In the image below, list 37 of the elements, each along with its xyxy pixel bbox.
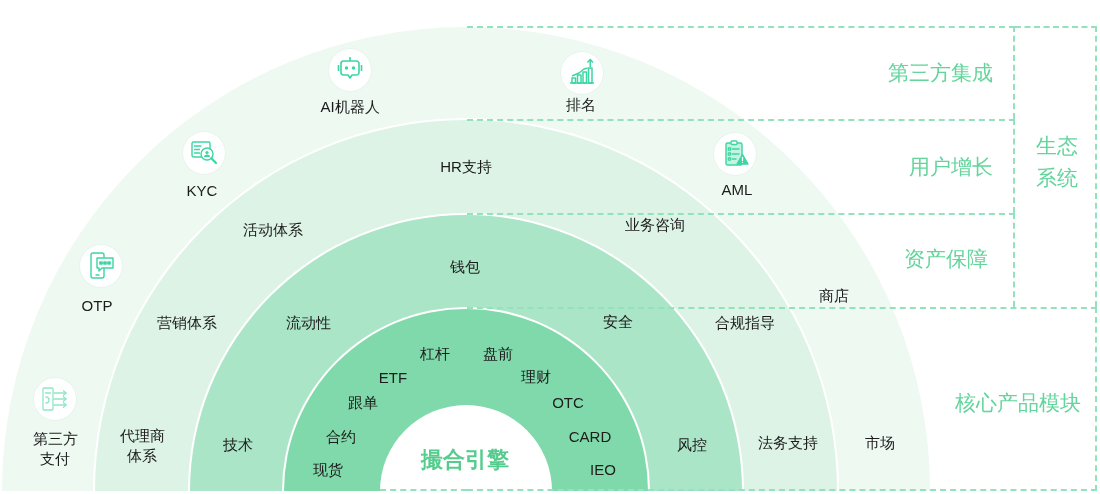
module-label: 合规指导 xyxy=(715,313,775,333)
module-label: KYC xyxy=(186,181,218,201)
module-label: 安全 xyxy=(603,312,633,332)
module-label: 商店 xyxy=(819,286,849,306)
module-label: 盘前 xyxy=(483,344,513,364)
module-label: AI机器人 xyxy=(320,97,380,117)
module-label: 钱包 xyxy=(450,257,480,277)
module-label: 杠杆 xyxy=(420,344,450,364)
layer-label: 用户增长 xyxy=(909,154,993,180)
module-label: CARD xyxy=(568,427,612,447)
module-label: 合约 xyxy=(326,427,356,447)
module-label: 跟单 xyxy=(348,393,378,413)
module-label: 现货 xyxy=(313,460,343,480)
module-label: AML xyxy=(721,180,753,200)
layer-label: 核心产品模块 xyxy=(955,390,1081,416)
layer-label: 资产保障 xyxy=(904,246,988,272)
module-label: 第三方支付 xyxy=(31,429,79,469)
module-label: 排名 xyxy=(566,95,596,115)
module-label: 技术 xyxy=(223,435,253,455)
module-label: OTP xyxy=(81,296,113,316)
module-label: 理财 xyxy=(521,367,551,387)
module-label: ETF xyxy=(378,368,408,388)
module-label: 流动性 xyxy=(285,313,331,333)
module-label: 风控 xyxy=(677,435,707,455)
dashed-band xyxy=(1015,26,1097,307)
layer-label: 第三方集成 xyxy=(887,60,993,86)
module-label: 代理商体系 xyxy=(118,426,166,466)
engine-label: 撮合引擎 xyxy=(421,446,509,474)
module-label: 活动体系 xyxy=(243,220,303,240)
module-label: 市场 xyxy=(865,433,895,453)
module-label: 法务支持 xyxy=(758,433,818,453)
module-label: 业务咨询 xyxy=(625,215,685,235)
layer-label: 生态系统 xyxy=(1035,133,1079,191)
module-label: OTC xyxy=(552,393,584,413)
module-label: 营销体系 xyxy=(157,313,217,333)
module-label: IEO xyxy=(590,460,616,480)
module-label: HR支持 xyxy=(440,157,492,177)
